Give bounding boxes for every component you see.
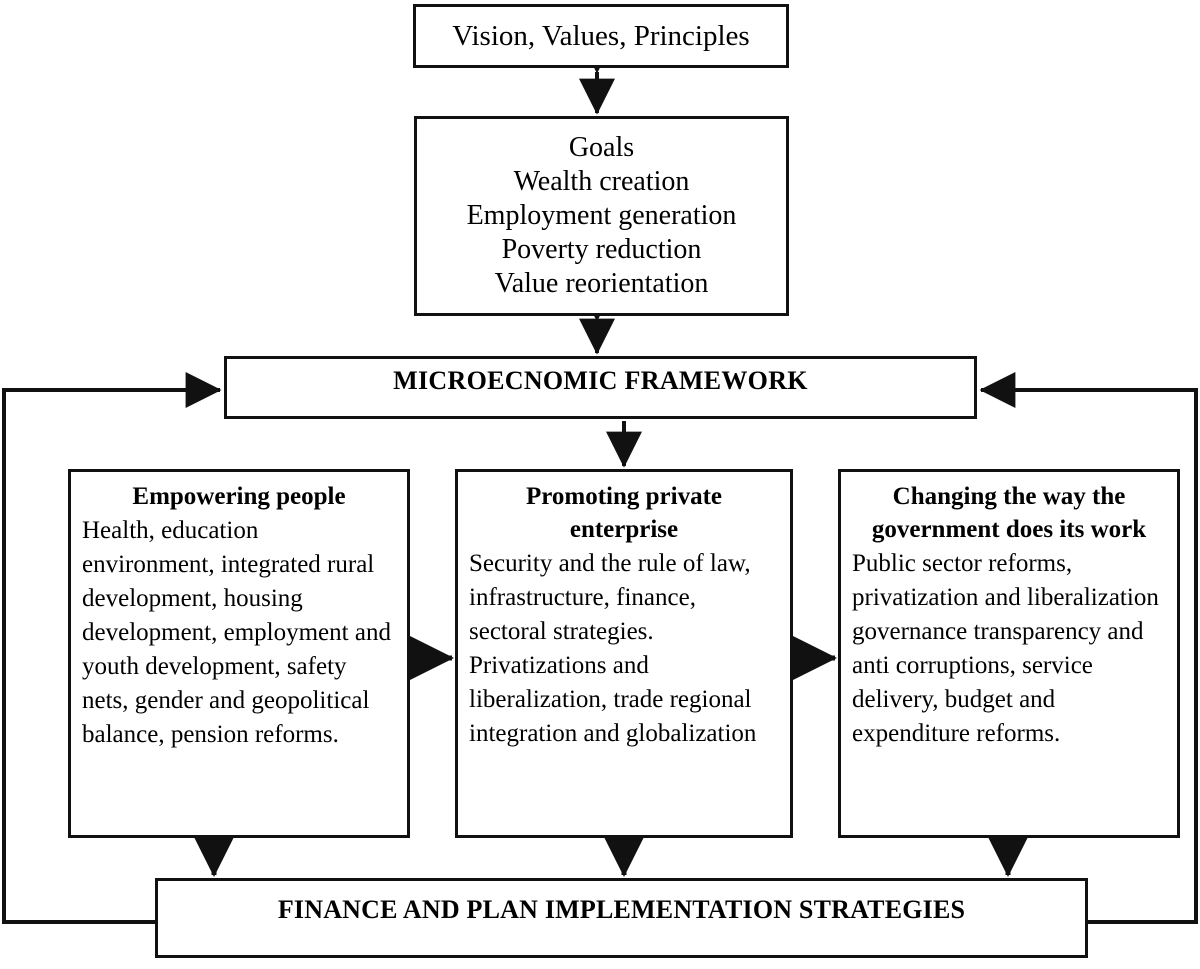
node-finance-and-plan-implementation-strategies: FINANCE AND PLAN IMPLEMENTATION STRATEGI… xyxy=(155,878,1088,958)
promoting-private-enterprise-body: Security and the rule of law, infrastruc… xyxy=(469,550,757,747)
node-changing-government-work: Changing the way the government does its… xyxy=(838,469,1180,838)
goals-line-2: Wealth creation xyxy=(513,166,690,197)
promoting-private-enterprise-heading: Promoting private enterprise xyxy=(525,483,723,543)
goals-line-1: Goals xyxy=(568,132,635,163)
node-goals: Goals Wealth creation Employment generat… xyxy=(414,116,789,316)
empowering-people-body: Health, education environment, integrate… xyxy=(82,517,391,748)
goals-line-4: Poverty reduction xyxy=(501,234,702,265)
changing-government-work-body: Public sector reforms, privatization and… xyxy=(852,550,1159,747)
changing-government-work-heading: Changing the way the government does its… xyxy=(871,483,1147,543)
empowering-people-heading: Empowering people xyxy=(132,483,346,510)
vision-label: Vision, Values, Principles xyxy=(452,20,750,52)
node-empowering-people: Empowering people Health, education envi… xyxy=(68,469,410,838)
finance-plan-strategies-label: FINANCE AND PLAN IMPLEMENTATION STRATEGI… xyxy=(277,895,966,924)
goals-line-3: Employment generation xyxy=(466,200,737,231)
node-vision-values-principles: Vision, Values, Principles xyxy=(413,4,789,68)
node-microeconomic-framework: MICROECNOMIC FRAMEWORK xyxy=(224,356,977,419)
goals-line-5: Value reorientation xyxy=(494,268,709,299)
microeconomic-framework-label: MICROECNOMIC FRAMEWORK xyxy=(393,366,808,395)
node-promoting-private-enterprise: Promoting private enterprise Security an… xyxy=(455,469,793,838)
